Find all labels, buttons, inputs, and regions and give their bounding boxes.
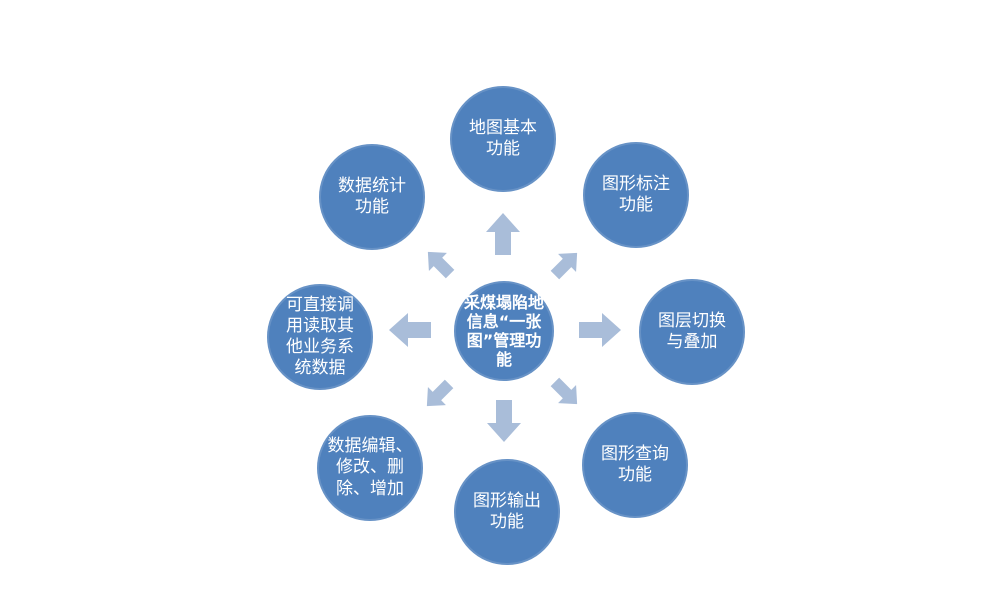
arrow-up-left-icon xyxy=(419,243,459,283)
node-label: 地图基本 功能 xyxy=(469,117,537,159)
node-bottom: 图形输出 功能 xyxy=(454,459,560,565)
node-top-left: 数据统计 功能 xyxy=(319,144,425,250)
node-label: 可直接调 用读取其 他业务系 统数据 xyxy=(286,294,354,379)
node-label: 图形标注 功能 xyxy=(602,173,670,215)
node-label: 图形输出 功能 xyxy=(473,490,541,532)
arrow-down-icon xyxy=(487,400,521,442)
arrow-up-right-icon xyxy=(546,244,586,284)
arrow-right-icon xyxy=(579,313,621,347)
node-right: 图层切换 与叠加 xyxy=(639,279,745,385)
node-left: 可直接调 用读取其 他业务系 统数据 xyxy=(267,284,373,390)
node-center: 采煤塌陷地 信息“一张 图”管理功 能 xyxy=(454,281,554,381)
node-label: 数据统计 功能 xyxy=(338,175,406,217)
node-top-right: 图形标注 功能 xyxy=(583,142,689,248)
node-label: 图层切换 与叠加 xyxy=(658,310,726,352)
arrow-down-right-icon xyxy=(546,373,586,413)
node-top: 地图基本 功能 xyxy=(450,86,556,192)
node-label: 数据编辑、 修改、删 除、增加 xyxy=(327,436,413,499)
arrow-up-icon xyxy=(486,213,520,255)
node-label: 图形查询 功能 xyxy=(601,443,669,485)
node-center-label: 采煤塌陷地 信息“一张 图”管理功 能 xyxy=(463,292,544,370)
arrow-down-left-icon xyxy=(418,375,458,415)
node-bottom-left: 数据编辑、 修改、删 除、增加 xyxy=(317,415,423,521)
node-bottom-right: 图形查询 功能 xyxy=(582,412,688,518)
arrow-left-icon xyxy=(389,313,431,347)
